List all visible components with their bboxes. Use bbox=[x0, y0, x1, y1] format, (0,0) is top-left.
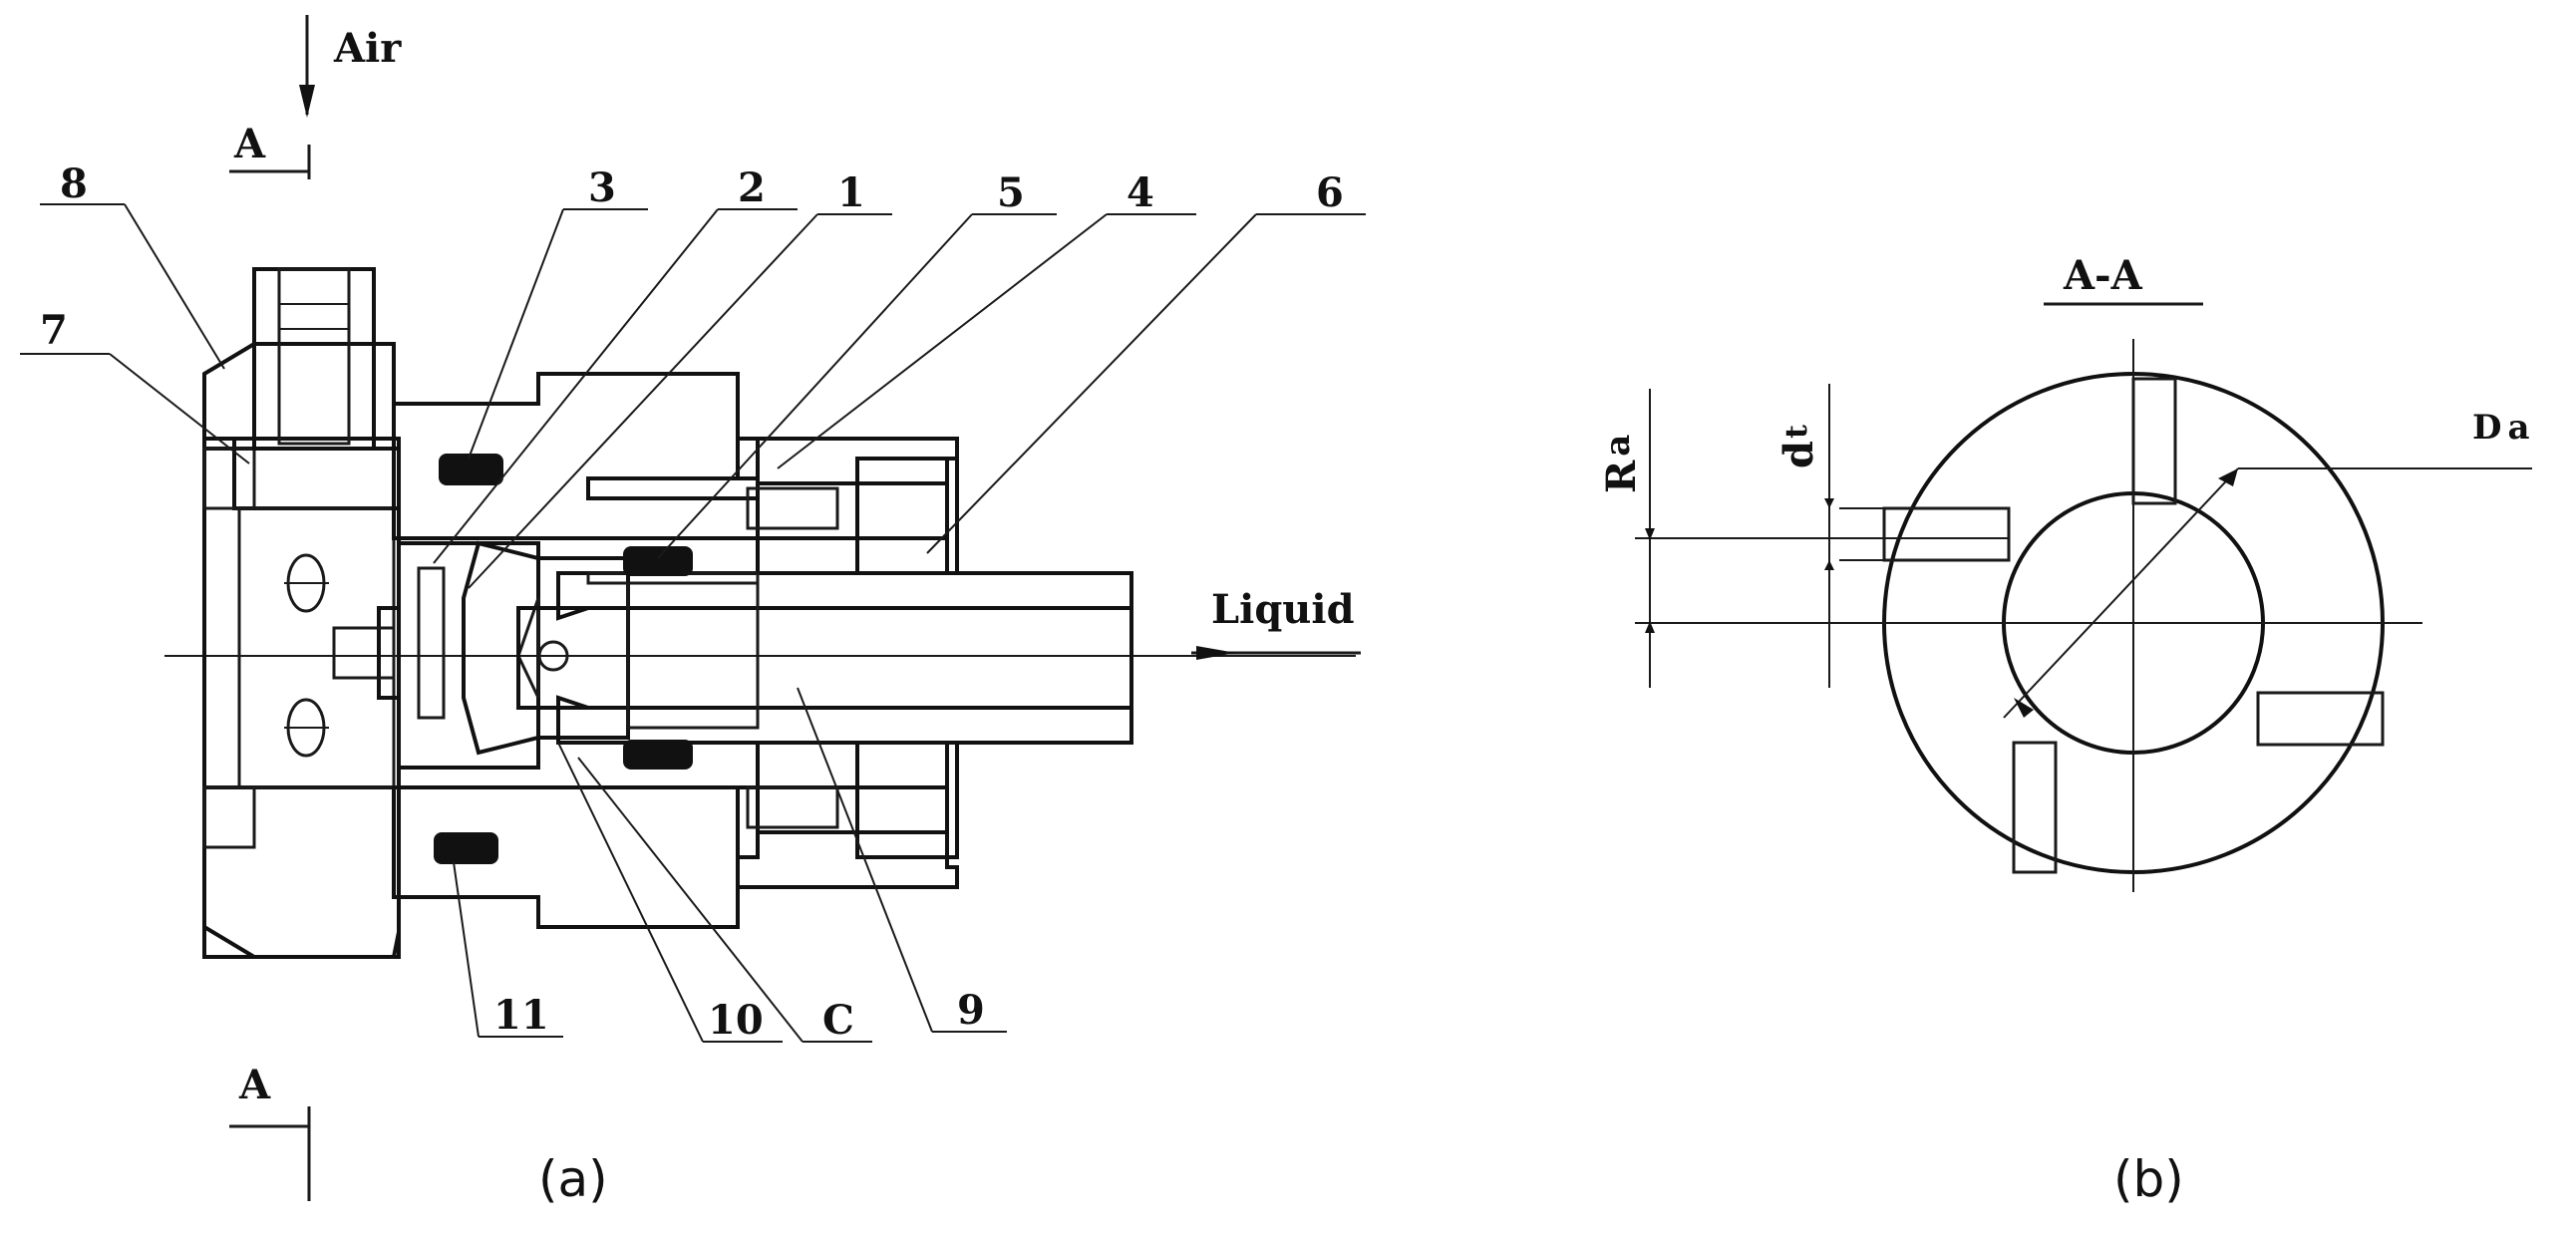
air-fitting bbox=[252, 267, 376, 451]
cap-upper bbox=[202, 342, 401, 510]
label-9: 9 bbox=[957, 987, 985, 1034]
label-7: 7 bbox=[40, 307, 68, 354]
liquid-tube-outer-lower bbox=[556, 695, 1133, 745]
seal-11 bbox=[434, 832, 498, 864]
leader-lines bbox=[20, 203, 1366, 1043]
outer-sleeve-lower bbox=[736, 785, 959, 889]
label-11: 11 bbox=[493, 992, 549, 1039]
cone-tip bbox=[462, 540, 540, 756]
label-5: 5 bbox=[997, 169, 1025, 216]
air-fitting-bore bbox=[277, 267, 351, 446]
dimension-lines bbox=[1635, 384, 2532, 719]
cap-body-left bbox=[202, 437, 401, 959]
channel-bottom bbox=[2012, 741, 2058, 874]
cap-corner-bottom bbox=[202, 785, 256, 849]
caption-b: (b) bbox=[2113, 1150, 2184, 1208]
label-section-bottom: A bbox=[238, 1062, 271, 1108]
seal-5 bbox=[623, 546, 693, 576]
label-air: Air bbox=[333, 25, 402, 72]
cap-nut-upper bbox=[855, 457, 959, 575]
label-6: 6 bbox=[1316, 169, 1344, 216]
label-1: 1 bbox=[837, 169, 865, 216]
liquid-bore bbox=[516, 606, 1133, 710]
dim-ra: Ra bbox=[1598, 435, 1645, 493]
channel-right bbox=[2256, 691, 2385, 747]
panel-a: Air Liquid A A 8 7 3 2 1 5 4 6 11 10 C 9… bbox=[20, 15, 1366, 1208]
cap-lower bbox=[202, 785, 401, 959]
label-4: 4 bbox=[1127, 169, 1154, 216]
core-slot bbox=[417, 566, 446, 720]
channel-left bbox=[1882, 506, 2011, 562]
label-section-top: A bbox=[233, 121, 266, 167]
seal-10 bbox=[623, 740, 693, 770]
label-liquid: Liquid bbox=[1211, 586, 1355, 633]
dim-dt: dt bbox=[1775, 425, 1822, 468]
caption-a: (a) bbox=[538, 1150, 608, 1208]
liquid-arrow-head bbox=[1196, 646, 1236, 660]
label-2: 2 bbox=[738, 164, 766, 211]
channel-top bbox=[2131, 377, 2177, 505]
pin bbox=[332, 626, 396, 680]
section-title: A-A bbox=[2063, 252, 2143, 299]
label-8: 8 bbox=[60, 160, 88, 207]
label-3: 3 bbox=[588, 164, 616, 211]
air-arrow-head bbox=[299, 85, 315, 118]
liquid-tube-outer-upper bbox=[556, 571, 1133, 621]
label-c: C bbox=[822, 997, 854, 1044]
cap-cavity bbox=[237, 506, 396, 789]
label-10: 10 bbox=[708, 997, 764, 1044]
cap-nut-lower bbox=[855, 741, 959, 859]
cap-corner-top bbox=[202, 447, 256, 510]
seal-3 bbox=[439, 454, 503, 485]
